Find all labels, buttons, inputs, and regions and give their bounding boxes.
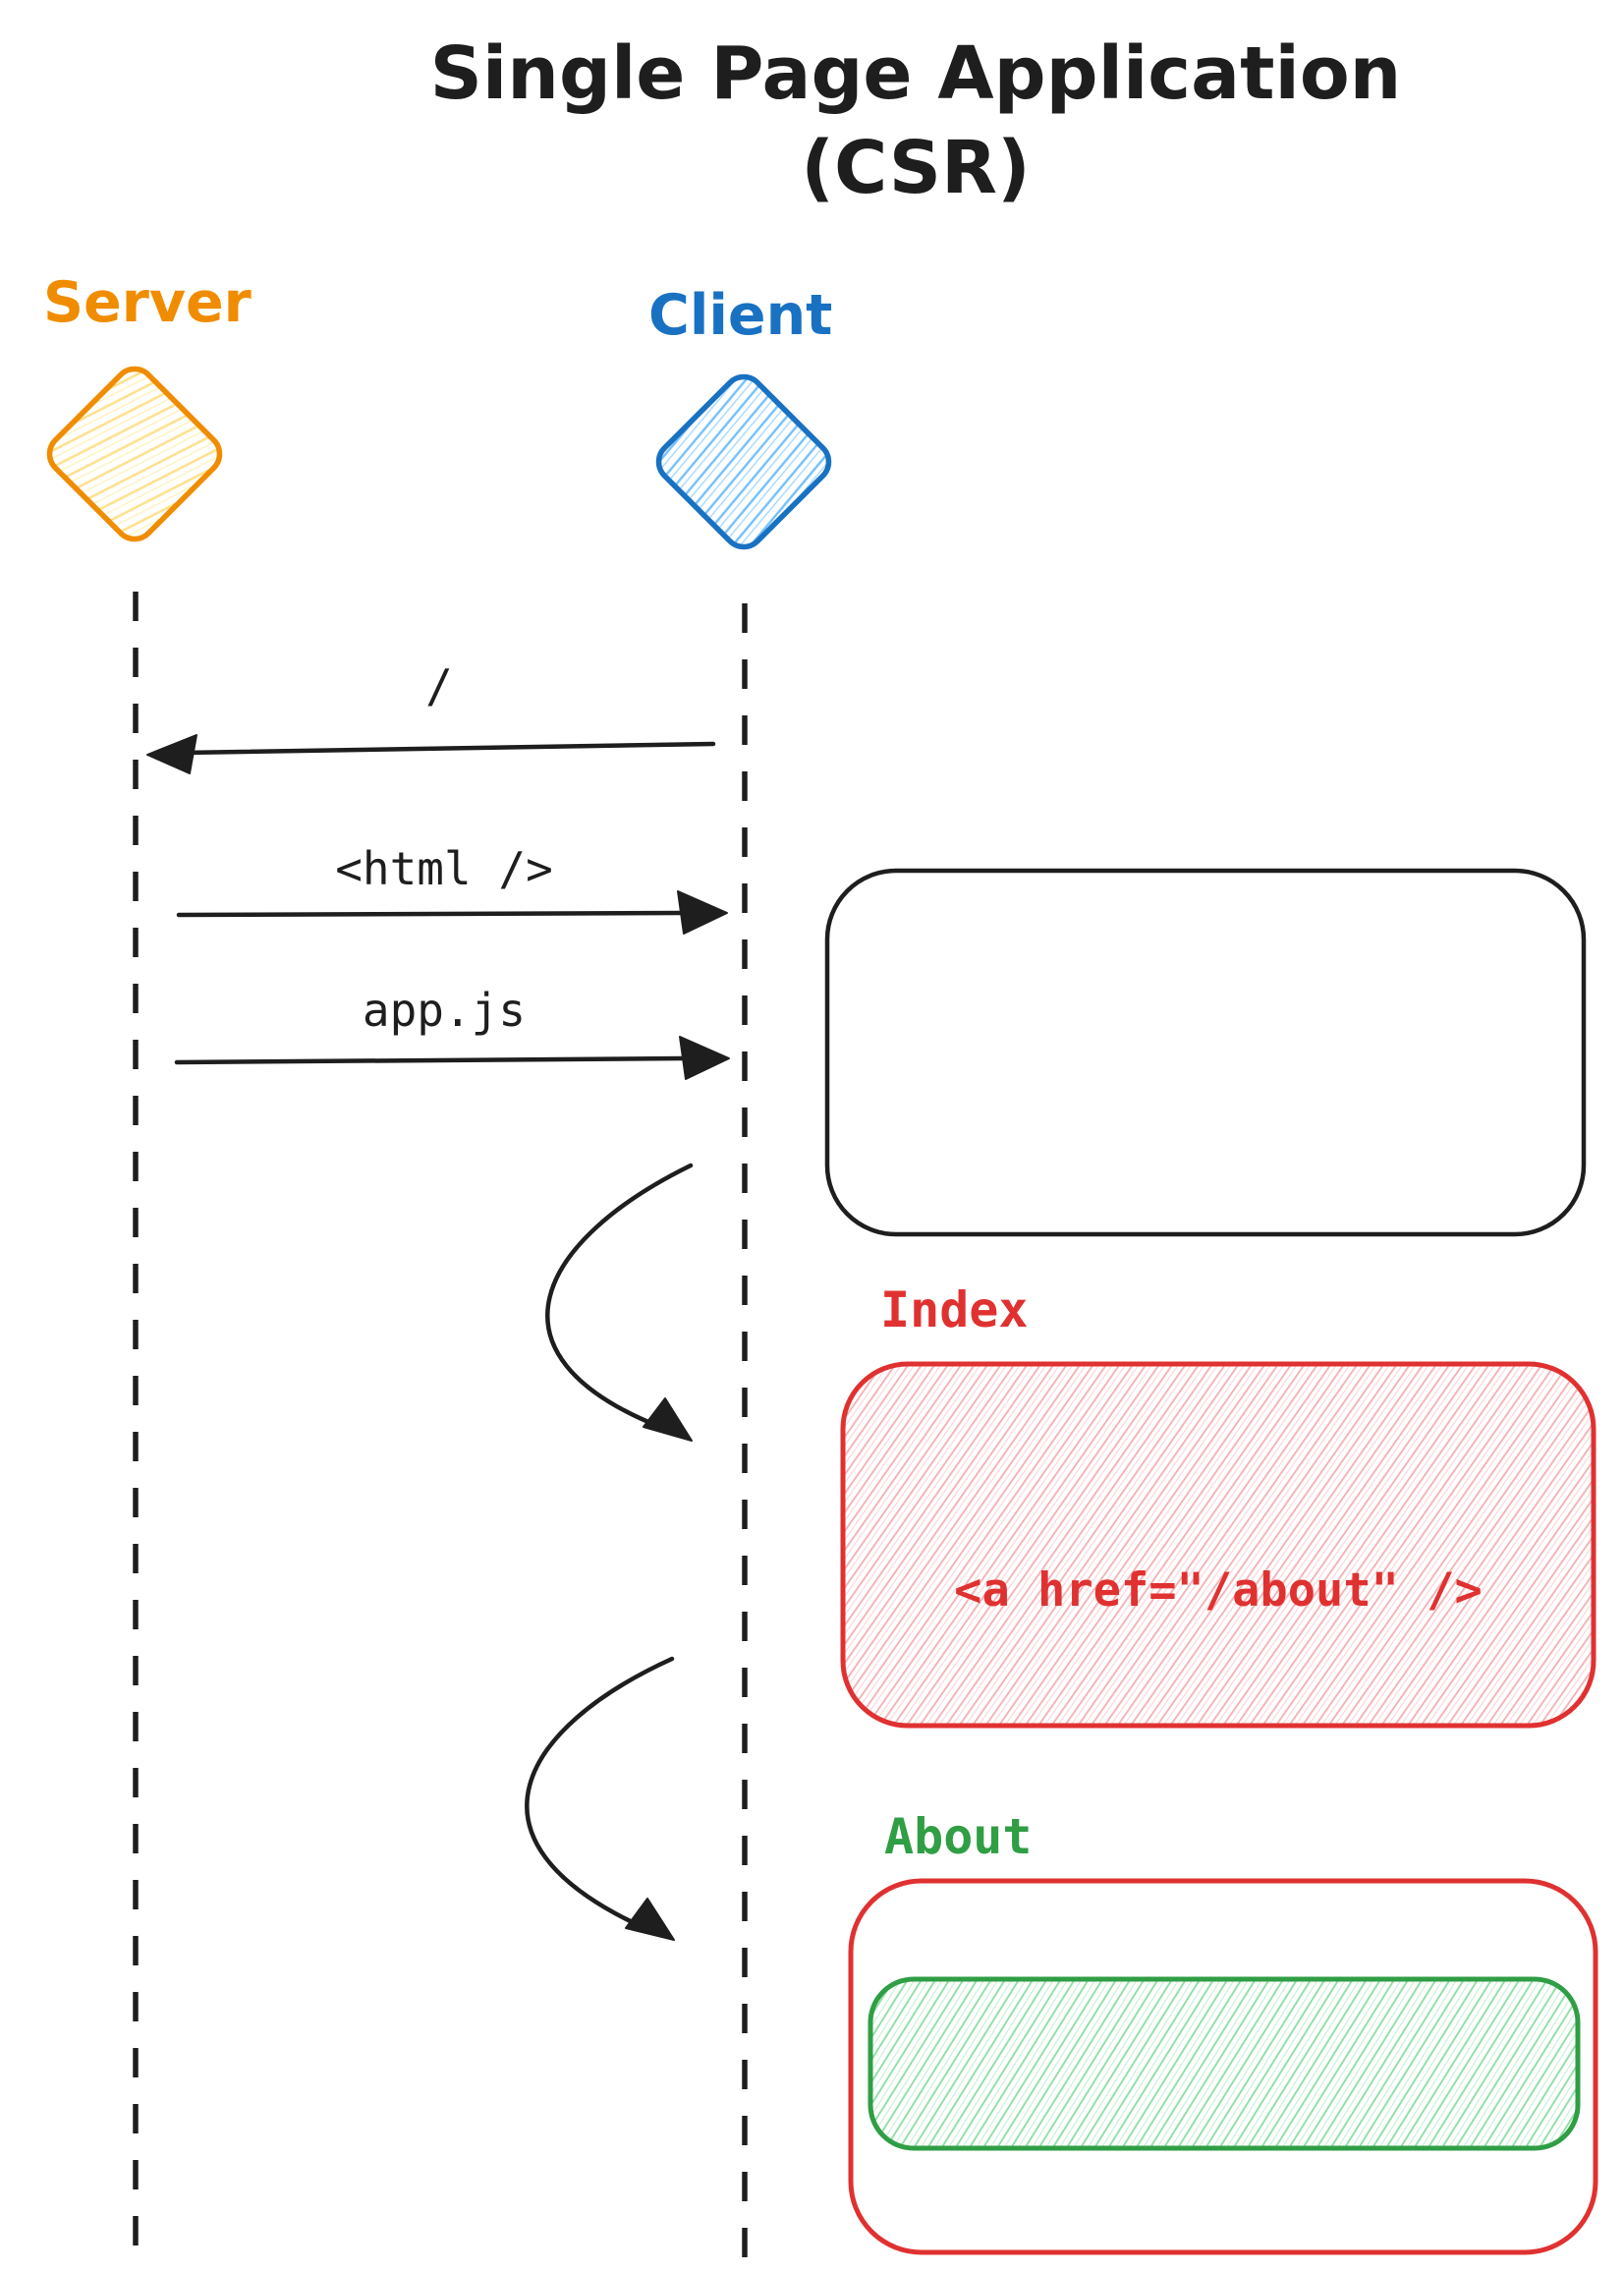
index-page-box	[840, 1361, 1596, 1729]
arrow-line	[176, 910, 685, 918]
about-page-label: About	[884, 1808, 1033, 1865]
arrowhead-left-icon	[146, 734, 197, 774]
diagram-title-line2: (CSR)	[801, 126, 1031, 210]
client-node	[655, 373, 832, 550]
arrowhead-right-icon	[677, 890, 728, 935]
curved-arrow-to-index	[545, 1163, 694, 1442]
arrowhead-down-icon	[643, 1397, 693, 1442]
message-html-label: <html />	[335, 842, 553, 895]
arrow-line	[174, 1055, 687, 1065]
about-page-outer-box	[848, 1878, 1598, 2255]
server-label: Server	[43, 270, 252, 335]
browser-window-box	[824, 868, 1587, 1237]
server-node	[46, 366, 223, 542]
message-slash-label: /	[425, 659, 453, 712]
message-appjs-arrow	[174, 1036, 730, 1080]
arrowhead-right-icon	[679, 1036, 730, 1080]
client-diamond-icon	[655, 373, 832, 550]
diagram-title-line1: Single Page Application	[430, 31, 1402, 116]
message-html-arrow	[176, 890, 728, 935]
arrow-line	[180, 741, 716, 756]
message-appjs-label: app.js	[363, 984, 526, 1037]
arrowhead-down-icon	[625, 1898, 675, 1941]
server-diamond-icon	[46, 366, 223, 542]
message-slash-arrow	[146, 734, 716, 774]
curved-arrow-to-about	[525, 1656, 675, 1941]
client-label: Client	[648, 283, 832, 348]
arrow-curve	[525, 1656, 675, 1929]
index-page-label: Index	[880, 1281, 1029, 1338]
about-page-inner-box	[868, 1976, 1581, 2151]
index-page-code: <a href="/about" />	[954, 1563, 1483, 1618]
arrow-curve	[545, 1163, 694, 1430]
